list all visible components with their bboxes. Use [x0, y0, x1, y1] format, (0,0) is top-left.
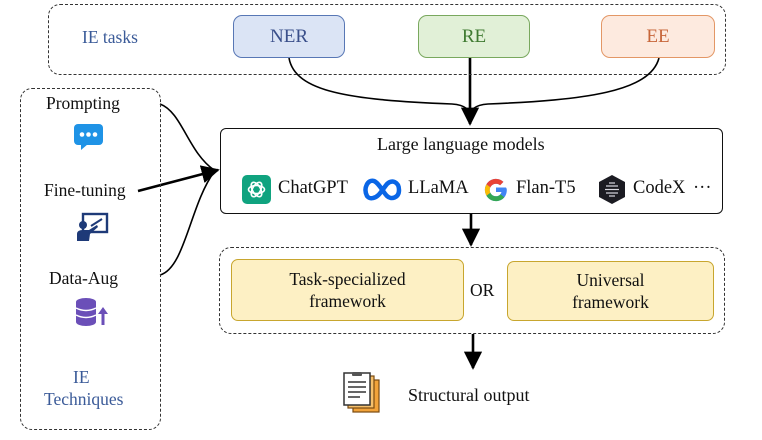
- model-codex-label: CodeX: [633, 178, 686, 198]
- technique-data-aug-label: Data-Aug: [49, 268, 119, 288]
- prompting-to-llm-curve: [159, 103, 215, 171]
- documents-icon: [343, 372, 380, 413]
- model-chatgpt-label: ChatGPT: [278, 178, 348, 198]
- task-re: RE: [418, 15, 530, 58]
- universal-framework-box: Universal framework: [507, 261, 714, 321]
- meta-logo-icon: [363, 178, 402, 201]
- google-logo-icon: [484, 178, 507, 202]
- dataaug-to-llm-curve: [159, 171, 215, 276]
- database-arrow-icon: [75, 298, 108, 326]
- codex-logo-icon: [599, 175, 625, 204]
- structural-output-label: Structural output: [408, 385, 530, 405]
- models-more-ellipsis: ···: [693, 178, 712, 198]
- universal-label-line2: framework: [572, 292, 649, 312]
- ie-tasks-label: IE tasks: [82, 27, 138, 47]
- task-specialized-label-line1: Task-specialized: [289, 269, 406, 289]
- technique-fine-tuning-label: Fine-tuning: [44, 180, 126, 200]
- finetuning-to-llm-arrow: [137, 165, 220, 193]
- presentation-board-icon: [77, 212, 109, 241]
- ie-techniques-title-line2: Techniques: [44, 389, 124, 409]
- task-specialized-label-line2: framework: [309, 291, 386, 311]
- universal-label-line1: Universal: [576, 270, 645, 290]
- or-label: OR: [470, 280, 495, 300]
- model-llama-label: LLaMA: [408, 178, 469, 198]
- chat-bubble-icon: [74, 124, 103, 150]
- ie-techniques-container: [20, 88, 161, 430]
- llm-box: [220, 128, 723, 214]
- ie-tasks-container: [48, 4, 726, 75]
- ie-techniques-title-line1: IE: [73, 367, 90, 387]
- task-specialized-framework-box: Task-specialized framework: [231, 259, 464, 321]
- framework-container: [219, 247, 725, 334]
- openai-logo-icon: [242, 175, 271, 204]
- task-ee: EE: [601, 15, 715, 58]
- task-ner: NER: [233, 15, 345, 58]
- technique-prompting-label: Prompting: [46, 93, 120, 113]
- llm-title: Large language models: [377, 134, 545, 154]
- model-flan-t5-label: Flan-T5: [516, 178, 576, 198]
